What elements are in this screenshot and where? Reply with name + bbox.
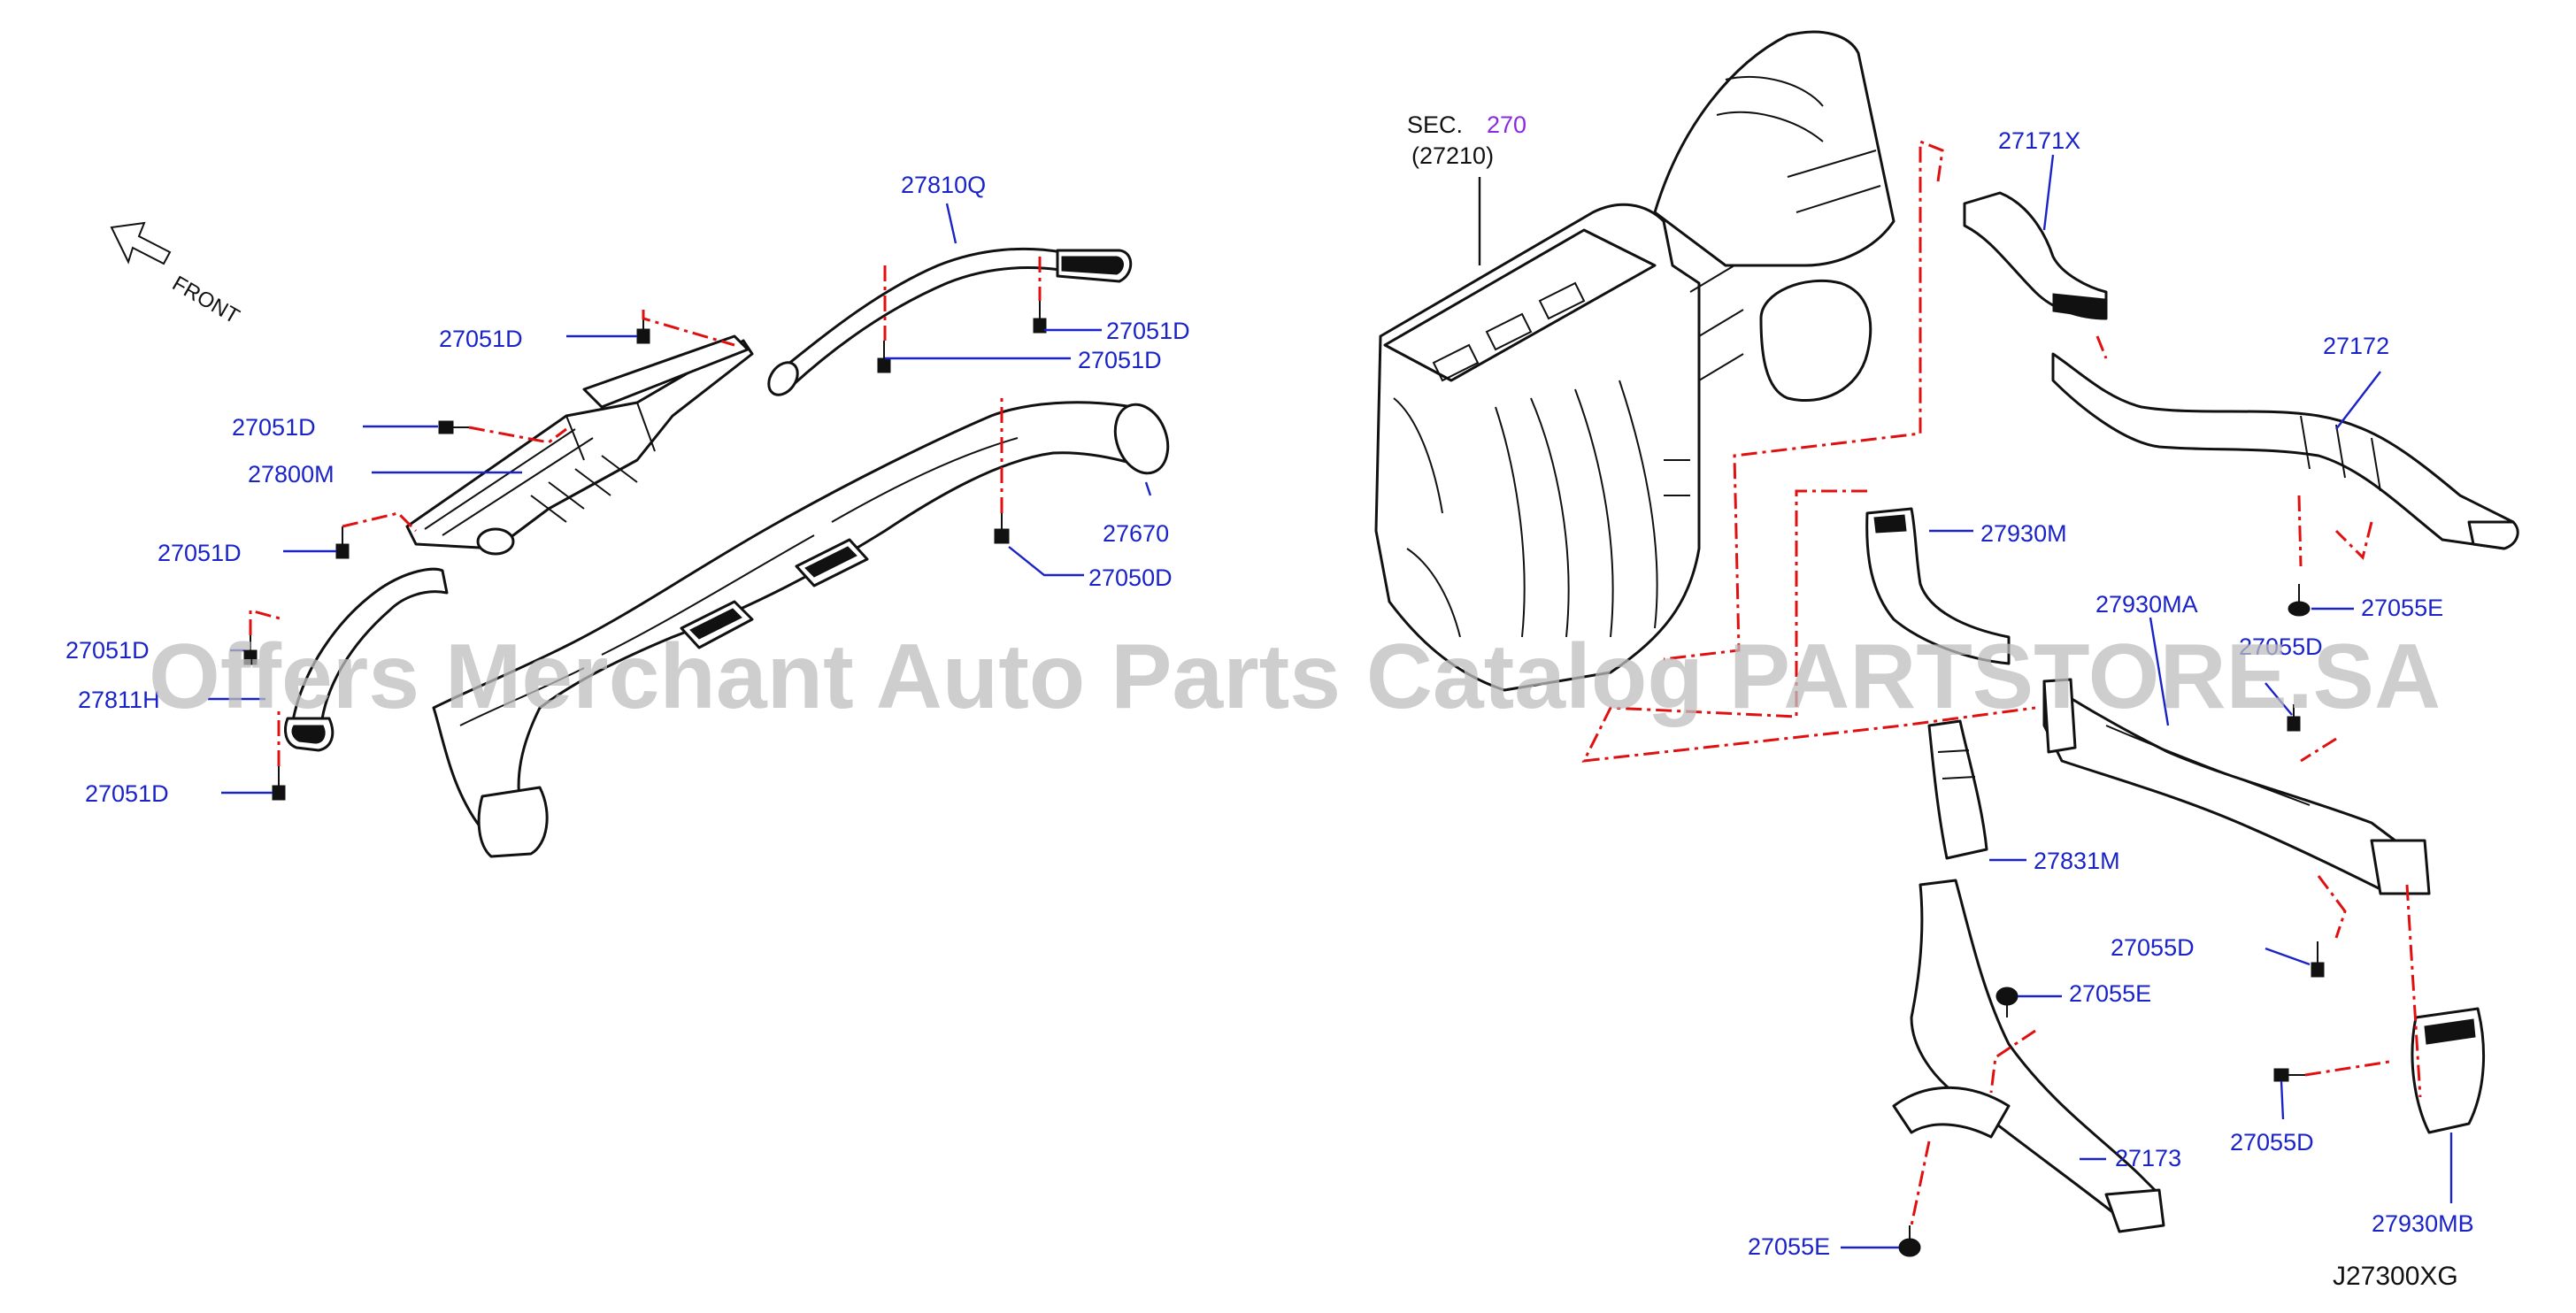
screw-icon [2273, 1068, 2305, 1082]
screw-icon [335, 526, 350, 559]
part-label-27051D-top-left: 27051D [439, 326, 523, 352]
part-label-27051D-bottom-left: 27051D [85, 780, 169, 807]
section-link-270[interactable]: 270 [1487, 111, 1526, 138]
leader-lines-left [208, 203, 1152, 795]
duct-27930M [1865, 507, 2011, 665]
screw-icon [2311, 941, 2325, 978]
part-label-27171X: 27171X [1998, 127, 2080, 154]
screw-icon [877, 341, 891, 373]
labels-right: 27171X 27172 27930M 27930MA 27055D 27055… [1748, 127, 2474, 1260]
assembly-lines-left [249, 257, 1042, 766]
part-label-27831M: 27831M [2034, 848, 2120, 874]
part-label-27811H: 27811H [78, 687, 160, 713]
part-label-27810Q: 27810Q [901, 172, 986, 198]
part-label-27172: 27172 [2323, 333, 2389, 359]
part-label-27055E-c: 27055E [1748, 1233, 1830, 1260]
duct-27810Q [767, 247, 1133, 396]
duct-27171X [1963, 191, 2108, 320]
duct-27831M [1927, 719, 1988, 860]
part-label-27930MA: 27930MA [2095, 591, 2198, 618]
part-label-27051D-mid-left: 27051D [232, 414, 316, 441]
duct-27173 [1892, 879, 2165, 1233]
screw-group-left [243, 301, 1047, 801]
part-label-27930MB: 27930MB [2372, 1210, 2474, 1237]
front-label: FRONT [168, 272, 243, 329]
duct-27800M [405, 334, 754, 556]
diagram-code: J27300XG [2333, 1262, 2458, 1291]
screw-icon [2287, 704, 2301, 732]
clip-group-right [1898, 584, 2325, 1257]
part-label-27800M: 27800M [248, 461, 334, 488]
part-label-27055D-c: 27055D [2230, 1129, 2314, 1156]
part-label-27055D-a: 27055D [2239, 633, 2323, 660]
part-label-27051D-left-low: 27051D [65, 637, 150, 664]
heater-unit-assembly [1374, 30, 1895, 692]
clip-icon [1995, 987, 2019, 1017]
screw-icon [243, 635, 258, 665]
section-sub-part: (27210) [1411, 142, 1494, 169]
labels-left: 27810Q 27051D 27051D 27051D 27051D 27800… [65, 172, 1190, 807]
part-label-27051D-top-right-a: 27051D [1106, 318, 1190, 344]
part-label-27051D-left: 27051D [158, 540, 242, 566]
screw-icon [994, 513, 1010, 544]
section-prefix: SEC. [1407, 111, 1463, 138]
duct-27930MB [2411, 1007, 2486, 1134]
assembly-lines-right [1581, 139, 2422, 1226]
clip-icon [2288, 584, 2311, 617]
part-label-27173: 27173 [2115, 1145, 2181, 1171]
part-label-27051D-top-right-b: 27051D [1078, 347, 1162, 373]
duct-27670 [432, 401, 1170, 858]
leader-lines-right [1841, 154, 2453, 1249]
front-direction-arrow: FRONT [110, 221, 243, 329]
clip-icon [1898, 1225, 1921, 1257]
part-label-27930M: 27930M [1980, 520, 2067, 547]
screw-icon [272, 766, 286, 801]
section-reference: SEC. 270 (27210) [1407, 111, 1526, 265]
screw-icon [438, 420, 469, 434]
duct-27930MA [2042, 678, 2431, 895]
screw-icon [1033, 301, 1047, 334]
part-label-27055D-b: 27055D [2111, 934, 2195, 961]
part-label-27050D: 27050D [1088, 564, 1173, 591]
duct-27172 [2051, 352, 2519, 550]
duct-27811H [284, 567, 449, 752]
watermark-text: Offers Merchant Auto Parts Catalog PARTS… [149, 626, 2441, 728]
part-label-27055E-b: 27055E [2069, 980, 2151, 1007]
part-label-27670: 27670 [1103, 520, 1169, 547]
part-label-27055E-a: 27055E [2361, 595, 2443, 621]
